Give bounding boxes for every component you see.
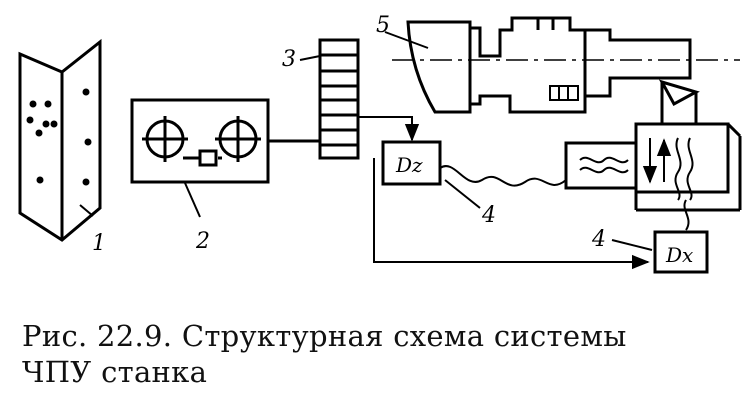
label-block: 3	[282, 47, 296, 72]
label-sensor-lower: 4	[591, 227, 606, 252]
sensor-dz: Dz	[381, 140, 442, 186]
sensor-dx: Dx	[653, 230, 709, 274]
figure-caption: Рис. 22.9. Структурная схема системы ЧПУ…	[22, 318, 737, 390]
carriage-drive	[564, 122, 742, 212]
feedback-line-z	[439, 165, 567, 187]
caption-line-1: Рис. 22.9. Структурная схема системы	[22, 319, 627, 353]
tape-holes	[26, 88, 92, 186]
label-sensor-leader	[444, 179, 481, 209]
label-tape: 1	[92, 231, 106, 256]
signal-to-dz	[358, 116, 420, 142]
label-reader: 2	[195, 229, 210, 254]
punched-tape	[18, 38, 102, 242]
caption-line-2: ЧПУ станка	[22, 355, 208, 389]
tape-reader	[130, 98, 270, 218]
label-sensor: 4	[481, 203, 496, 228]
control-block	[299, 38, 360, 160]
label-sensor-lower-leader	[611, 239, 653, 251]
cnc-structure-diagram: 1 2 3 Dz 4	[18, 13, 742, 274]
signal-to-dx	[373, 158, 650, 270]
cutting-tool	[658, 79, 700, 124]
sensor-dz-text: Dz	[395, 153, 423, 177]
machine-bolts	[549, 85, 579, 101]
label-machine: 5	[376, 13, 390, 38]
feedback-line-x	[683, 199, 690, 231]
sensor-dx-text: Dx	[665, 243, 693, 267]
machine-tool	[384, 16, 740, 114]
